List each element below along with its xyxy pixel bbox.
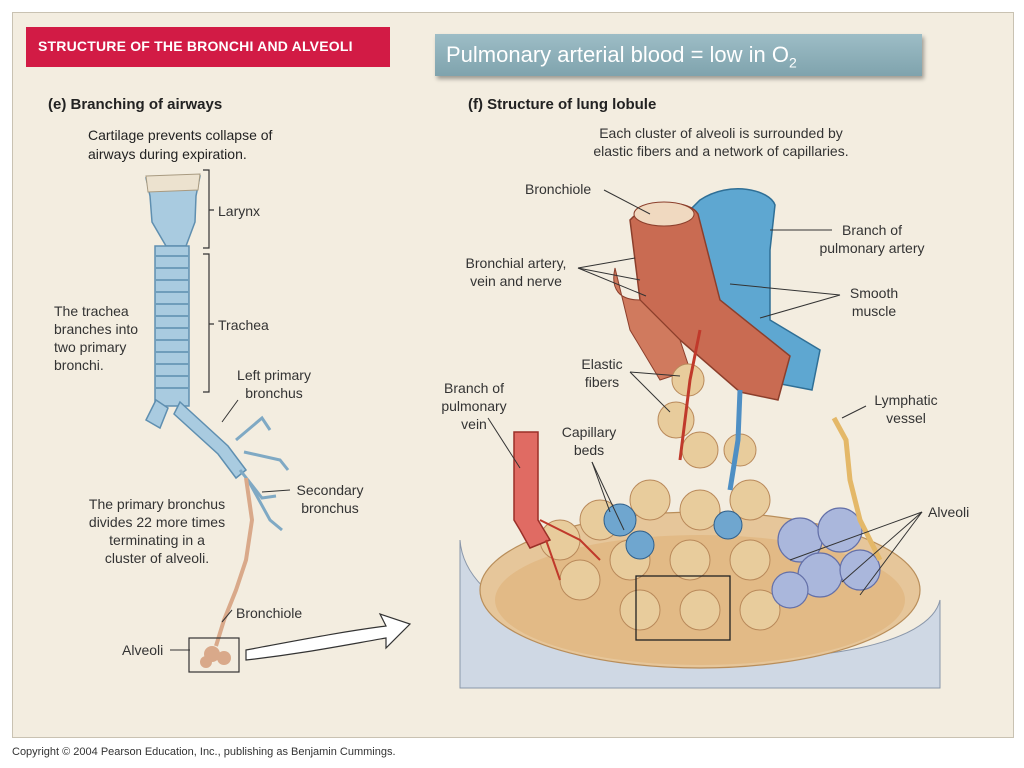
branch-vein-line1: Branch of [444,380,504,396]
left-heading: (e) Branching of airways [48,96,223,113]
branch-artery-line2: pulmonary artery [819,240,925,256]
label-secondary-bronchus: Secondary bronchus [290,481,370,517]
cartilage-note-line2: airways during expiration. [88,146,247,162]
label-bronchiole-right: Bronchiole [525,181,592,197]
elastic-fibers-line1: Elastic [581,356,623,372]
primary-desc-line4: cluster of alveoli. [104,550,210,566]
caption-line2: elastic fibers and a network of capillar… [593,143,849,159]
smooth-muscle-line1: Smooth [849,285,899,301]
section-banner: STRUCTURE OF THE BRONCHI AND ALVEOLI [26,27,390,67]
primary-desc-line1: The primary bronchus [88,496,226,512]
trachea-desc-line1: The trachea [54,303,129,319]
caption-line1: Each cluster of alveoli is surrounded by [599,125,843,141]
label-left-primary-bronchus: Left primary bronchus [228,366,320,402]
right-heading: (f) Structure of lung lobule [468,96,657,113]
title-main: Pulmonary arterial blood = low in O [446,42,789,67]
label-larynx: Larynx [218,203,261,219]
bronchial-artery-line2: vein and nerve [470,273,562,289]
trachea-desc-line2: branches into [54,321,139,337]
capillary-beds-line2: beds [573,442,605,458]
secondary-line1: Secondary [296,482,364,498]
label-bronchiole-left: Bronchiole [236,605,303,621]
capillary-beds-line1: Capillary [561,424,617,440]
lymphatic-line1: Lymphatic [874,392,938,408]
bronchial-artery-line1: Bronchial artery, [465,255,567,271]
label-elastic-fibers: Elastic fibers [572,355,632,391]
label-trachea: Trachea [218,317,269,333]
slide-title: Pulmonary arterial blood = low in O2 [446,42,797,70]
label-capillary-beds: Capillary beds [554,423,624,459]
lymphatic-line2: vessel [886,410,926,426]
trachea-desc-line3: two primary [54,339,127,355]
cartilage-note: Cartilage prevents collapse of airways d… [88,126,272,164]
trachea-description: The trachea branches into two primary br… [54,302,138,374]
primary-bronchus-description: The primary bronchus divides 22 more tim… [78,495,236,567]
elastic-fibers-line2: fibers [584,374,620,390]
left-primary-line2: bronchus [245,385,303,401]
title-subscript: 2 [789,54,797,71]
branch-artery-line1: Branch of [842,222,902,238]
label-alveoli-left: Alveoli [122,642,164,658]
branch-vein-line3: vein [461,416,487,432]
smooth-muscle-line2: muscle [851,303,897,319]
label-bronchial-artery: Bronchial artery, vein and nerve [456,254,576,290]
lobule-caption: Each cluster of alveoli is surrounded by… [566,124,876,160]
label-smooth-muscle: Smooth muscle [836,284,912,320]
primary-desc-line2: divides 22 more times [88,514,226,530]
left-primary-line1: Left primary [237,367,311,383]
slide-title-box: Pulmonary arterial blood = low in O2 [435,34,922,76]
branch-vein-line2: pulmonary [441,398,507,414]
primary-desc-line3: terminating in a [109,532,205,548]
trachea-desc-line4: bronchi. [54,357,104,373]
label-branch-pulmonary-vein: Branch of pulmonary vein [436,379,512,433]
label-alveoli-right: Alveoli [928,504,970,520]
copyright-text: Copyright © 2004 Pearson Education, Inc.… [12,746,396,758]
secondary-line2: bronchus [301,500,359,516]
label-branch-pulmonary-artery: Branch of pulmonary artery [812,221,932,257]
cartilage-note-line1: Cartilage prevents collapse of [88,127,273,143]
banner-text: STRUCTURE OF THE BRONCHI AND ALVEOLI [38,38,353,54]
label-lymphatic-vessel: Lymphatic vessel [866,391,946,427]
